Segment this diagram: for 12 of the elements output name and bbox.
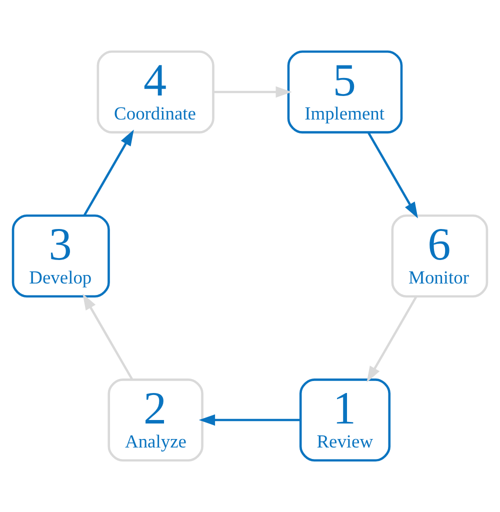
arrow [367, 132, 418, 218]
node-box: 6 Monitor [391, 214, 488, 298]
node-box: 5 Implement [287, 50, 403, 134]
arrow [366, 296, 418, 382]
node-box: 1 Review [299, 378, 391, 462]
arrow [213, 86, 292, 98]
node-box: 2 Analyze [108, 378, 204, 462]
node-box: 4 Coordinate [96, 50, 214, 134]
arrow [83, 130, 134, 216]
node-box: 3 Develop [12, 214, 110, 298]
arrow [198, 414, 301, 426]
arrow [82, 294, 134, 380]
